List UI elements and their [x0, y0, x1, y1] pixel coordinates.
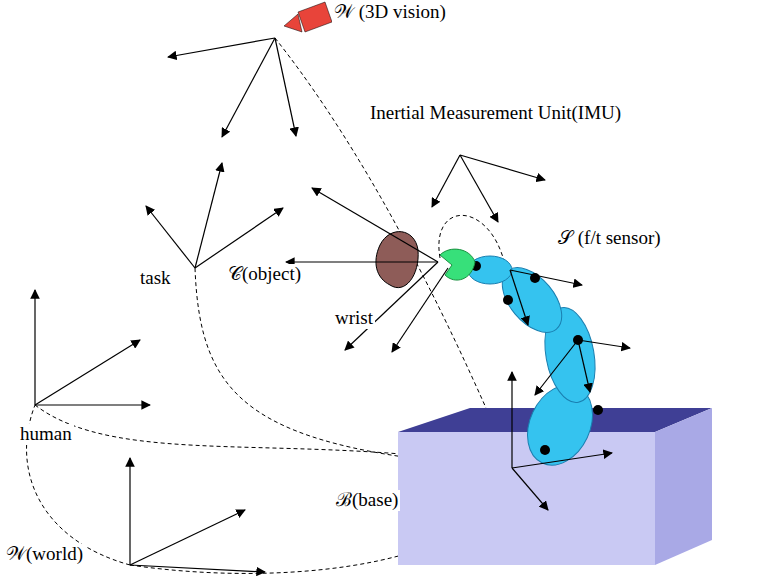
frame-label: Inertial Measurement Unit(IMU) — [368, 103, 623, 124]
frame-label: 𝒲 (3D vision) — [332, 2, 448, 23]
frame-label: task — [138, 268, 173, 289]
frame-label: 𝒮 (f/t sensor) — [556, 228, 663, 249]
frame-label: human — [18, 424, 74, 445]
frame-label: ℬ(base) — [334, 490, 400, 511]
frame-label: wrist — [333, 308, 375, 329]
frame-label: 𝒞(object) — [226, 264, 303, 285]
frame-label: 𝒲(world) — [4, 544, 85, 565]
